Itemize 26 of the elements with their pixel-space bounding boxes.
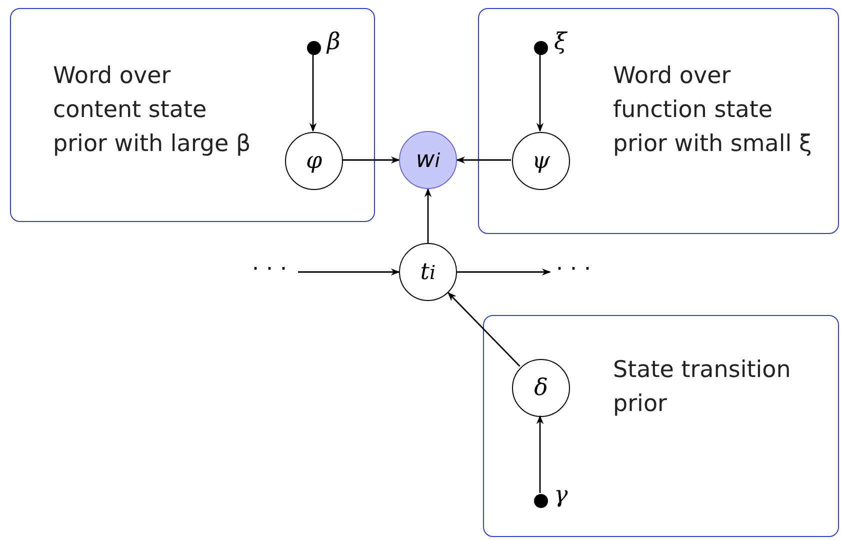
plate-box [478, 8, 839, 234]
arrow [448, 292, 520, 367]
variable-node: ψ [512, 132, 570, 190]
variable-label: β [327, 29, 340, 55]
variable-label: γ [554, 482, 568, 508]
plate-box [483, 315, 839, 537]
hyperparameter-dot [534, 494, 548, 508]
ellipsis: · · · [252, 257, 292, 287]
arrow [536, 415, 544, 493]
arrow [424, 188, 432, 243]
arrow [342, 156, 400, 164]
hyperparameter-dot [534, 41, 548, 55]
plate-description: Word over function state prior with small ξ [613, 62, 813, 159]
arrow [298, 268, 400, 276]
arrow [536, 54, 544, 132]
ellipsis: · · · [556, 257, 596, 287]
arrow [457, 268, 551, 276]
hyperparameter-dot [307, 41, 321, 55]
plate-box [10, 8, 375, 222]
variable-node: δ [512, 359, 570, 417]
arrow [309, 54, 317, 132]
arrow [456, 156, 511, 164]
variable-node: φ [285, 132, 343, 190]
plate-description: Word over content state prior with large β [53, 62, 252, 159]
variable-label: ξ [554, 29, 567, 55]
plate-description: State transition prior [613, 356, 792, 419]
